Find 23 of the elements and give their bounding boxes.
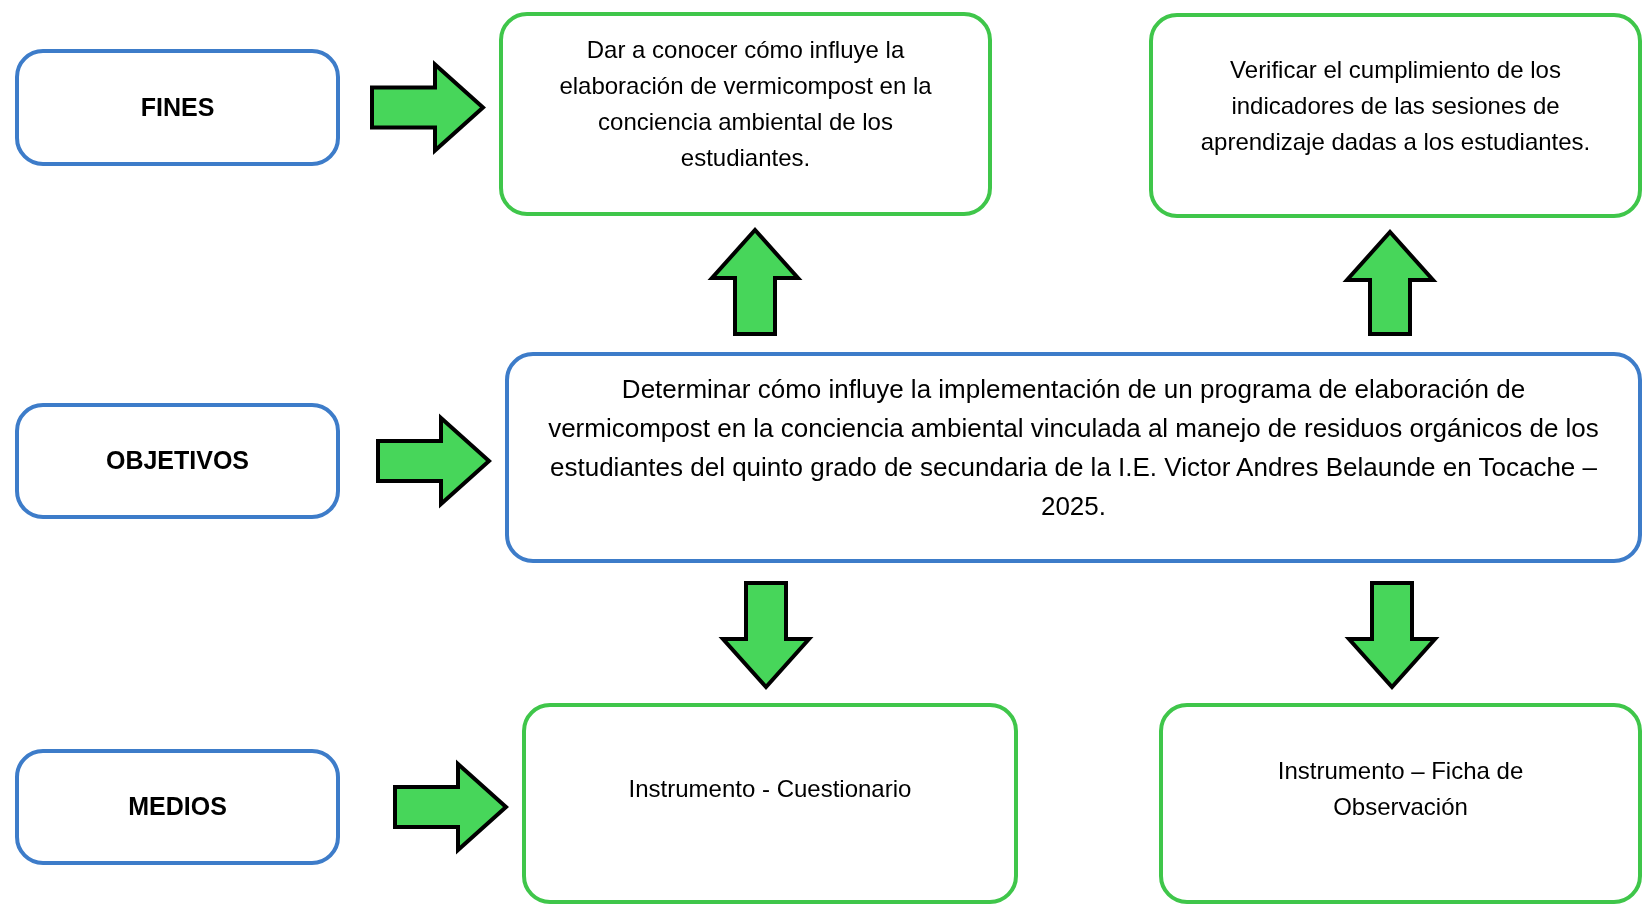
block-arrow — [370, 60, 486, 155]
text-box — [505, 352, 1642, 563]
row-heading: MEDIOS — [128, 791, 227, 823]
box-text: Dar a conocer cómo influye la elaboración de vermicompost en la conciencia ambiental de los estudiantes. — [558, 35, 933, 173]
box-text: Instrumento – Ficha de Observación — [1276, 755, 1525, 822]
text-box — [15, 403, 340, 519]
text-box — [1159, 703, 1642, 904]
row-heading: OBJETIVOS — [105, 445, 250, 477]
box-text: Verificar el cumplimiento de los indicadores de las sesiones de aprendizaje dadas a los estudiantes. — [1199, 54, 1592, 157]
text-box — [15, 49, 340, 166]
box-text: Instrumento - Cuestionario — [628, 773, 912, 804]
block-arrow — [393, 759, 509, 855]
text-box — [522, 703, 1018, 904]
block-arrow — [1344, 581, 1440, 690]
block-arrow — [1342, 229, 1438, 336]
block-arrow — [376, 413, 492, 509]
text-box — [1149, 13, 1642, 218]
block-arrow — [707, 227, 803, 336]
box-text: Determinar cómo influye la implementación de un programa de elaboración de vermicompost en la conciencia ambiental vinculada al manejo de residuos orgánicos de los estudiantes del quinto grado de secundaria de la I.E. Victor Andres Belaunde en Tocache – 2025. — [547, 372, 1600, 523]
text-box — [499, 12, 992, 216]
text-box — [15, 749, 340, 865]
row-heading: FINES — [140, 91, 215, 123]
block-arrow — [718, 581, 814, 690]
